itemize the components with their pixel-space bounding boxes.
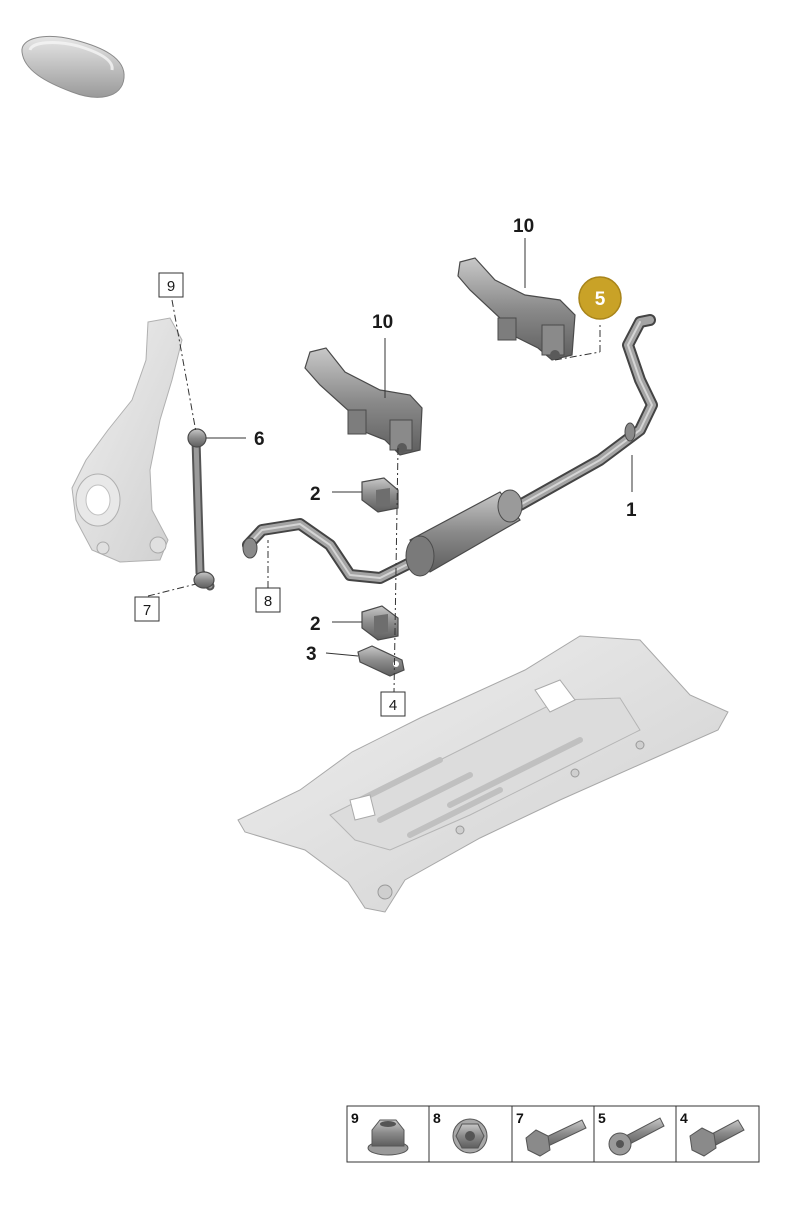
leader-lines <box>206 238 633 657</box>
stabilizer-link <box>187 428 215 591</box>
legend-cell-8[interactable]: 8 <box>433 1110 488 1154</box>
svg-text:9: 9 <box>167 278 175 295</box>
svg-text:8: 8 <box>264 593 272 610</box>
callout-3: 3 <box>306 644 317 665</box>
callout-box-7: 7 <box>134 596 160 622</box>
fastener-legend: 9 8 7 5 <box>346 1105 760 1163</box>
callout-box-8: 8 <box>255 587 281 613</box>
underbody-panel <box>237 635 729 913</box>
legend-cell-7[interactable]: 7 <box>516 1110 587 1157</box>
steering-knuckle <box>71 317 183 563</box>
legend-cell-5[interactable]: 5 <box>598 1110 665 1156</box>
svg-text:7: 7 <box>516 1110 524 1126</box>
callout-10-right: 10 <box>513 216 534 237</box>
svg-text:4: 4 <box>389 697 397 714</box>
callout-2-upper: 2 <box>310 484 321 505</box>
callout-box-9: 9 <box>158 272 184 298</box>
svg-text:5: 5 <box>598 1110 606 1126</box>
callout-box-4: 4 <box>380 691 406 717</box>
stabilizer-bar <box>242 314 658 584</box>
hex-flange-bolt-short-icon <box>689 1119 745 1157</box>
callout-5-highlight[interactable]: 5 <box>578 276 622 320</box>
svg-text:7: 7 <box>143 602 151 619</box>
bracket-right <box>457 257 576 361</box>
callout-6: 6 <box>254 429 265 450</box>
svg-text:4: 4 <box>680 1110 688 1126</box>
legend-cell-9[interactable]: 9 <box>351 1110 409 1156</box>
svg-text:8: 8 <box>433 1110 441 1126</box>
clamp <box>357 645 405 677</box>
callout-1: 1 <box>626 500 637 521</box>
callout-2-lower: 2 <box>310 614 321 635</box>
svg-text:9: 9 <box>351 1110 359 1126</box>
hex-flange-bolt-long-icon <box>525 1119 587 1157</box>
assembly-lines <box>147 299 601 693</box>
bushing-lower <box>361 605 399 641</box>
legend-cell-4[interactable]: 4 <box>680 1110 745 1157</box>
vehicle-indicator-icon <box>21 35 125 98</box>
bushing-upper <box>361 477 399 513</box>
hex-flange-nut-icon <box>367 1119 409 1156</box>
callout-10-left: 10 <box>372 312 393 333</box>
callout-5: 5 <box>595 289 606 310</box>
bracket-left <box>304 347 423 456</box>
round-flange-nut-icon <box>452 1118 488 1154</box>
torx-flange-bolt-icon <box>608 1117 665 1156</box>
